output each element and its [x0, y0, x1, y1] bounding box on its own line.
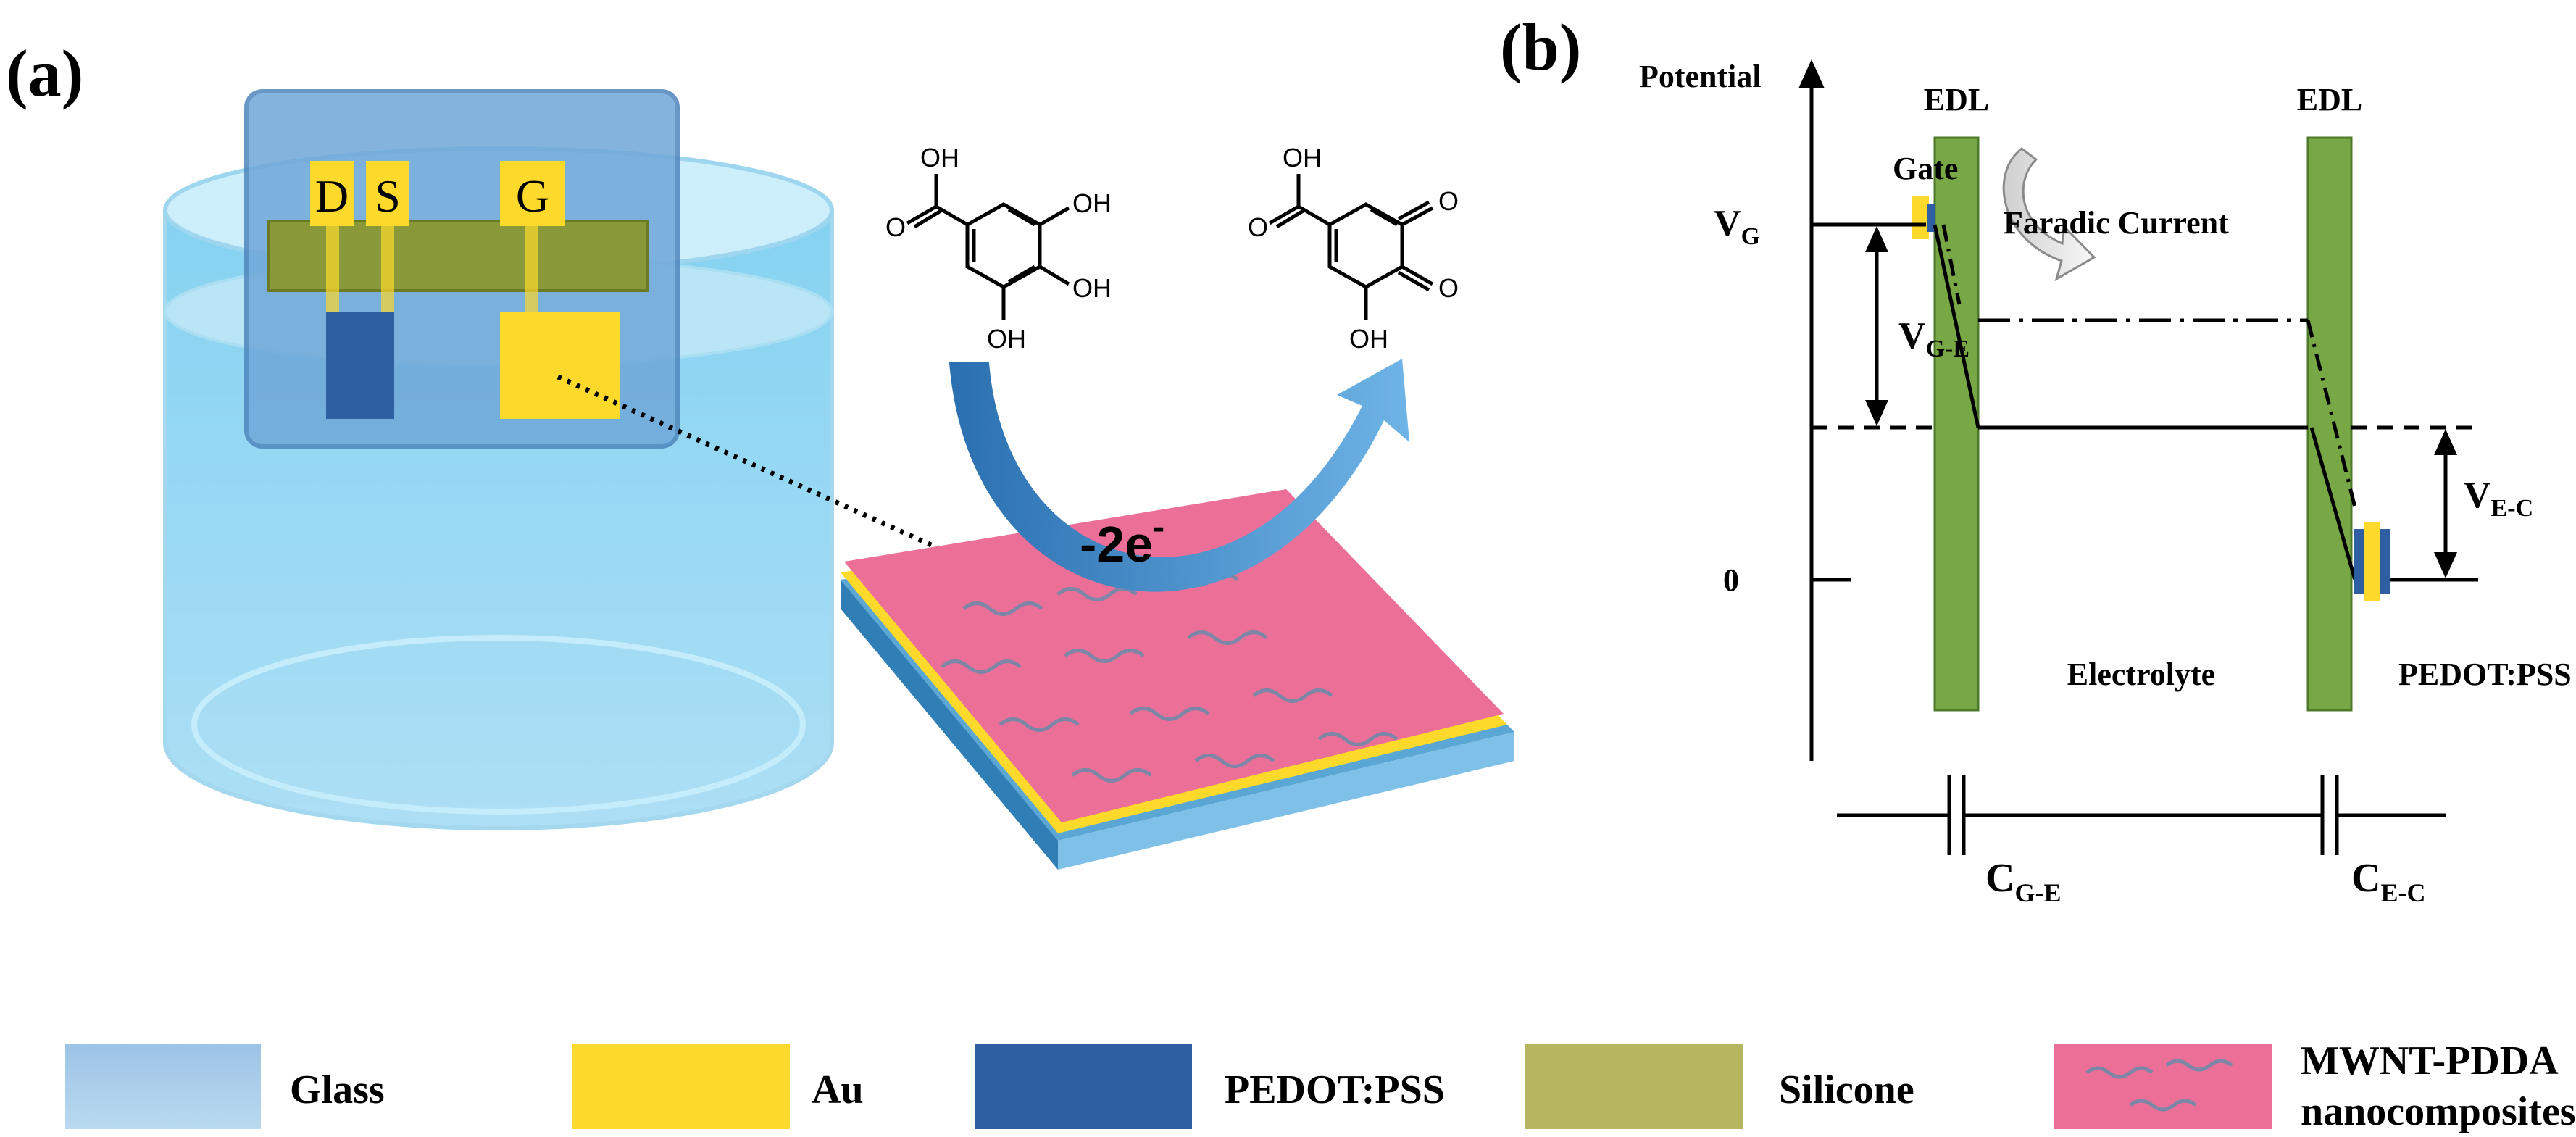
gate-pad	[500, 161, 565, 226]
vec-arrow	[2434, 429, 2457, 578]
legend-label-silicone: Silicone	[1779, 1067, 1914, 1112]
gate-contact-gold	[1912, 196, 1929, 239]
gate-label: Gate	[1893, 151, 1958, 186]
legend-label-au: Au	[812, 1067, 864, 1112]
legend-label-mwnt-2: nanocomposites	[2301, 1089, 2576, 1134]
gate-electrode	[500, 312, 620, 419]
legend-item-mwnt: MWNT-PDDA nanocomposites	[2054, 1038, 2576, 1134]
legend-label-glass: Glass	[290, 1067, 385, 1112]
gallic-oh-bottom: OH	[987, 324, 1026, 354]
legend-label-pedot: PEDOT:PSS	[1225, 1067, 1445, 1112]
capacitor-circuit	[1837, 775, 2446, 855]
edl-bar-right	[2306, 136, 2353, 712]
electrolyte-label: Electrolyte	[2067, 657, 2215, 692]
legend-item-silicone: Silicone	[1525, 1044, 1914, 1129]
cge-label: CG-E	[1985, 856, 2061, 907]
channel-contact-blue	[2354, 529, 2364, 594]
quinone-labels: OH O O O OH	[1248, 143, 1459, 354]
quinone-oh-top: OH	[1283, 143, 1322, 172]
silicone-bar	[267, 220, 649, 292]
legend-item-au: Au	[572, 1044, 864, 1129]
vec-label: VE-C	[2464, 475, 2533, 522]
reaction-arrow: -2e-	[949, 359, 1409, 592]
cec-label: CE-C	[2351, 856, 2425, 907]
vge-arrow	[1865, 226, 1888, 426]
gallic-acid-molecule	[906, 174, 1070, 320]
legend-item-pedot: PEDOT:PSS	[975, 1044, 1445, 1129]
axis-label-potential: Potential	[1639, 59, 1762, 94]
legend-label-mwnt: MWNT-PDDA	[2301, 1038, 2559, 1083]
legend-item-glass: Glass	[65, 1044, 385, 1129]
legend-swatch-glass	[65, 1044, 261, 1129]
panel-b: (b) Potential 0 EDL EDL Gate Faradic Cur…	[1500, 10, 2572, 907]
reaction-electrons: -2e-	[1080, 508, 1164, 572]
electrodes: D S G	[310, 161, 620, 419]
nanotube-squiggles	[941, 572, 1399, 783]
electrode-label-g: G	[516, 170, 549, 222]
electrode-label-s: S	[375, 170, 401, 222]
faradic-current-label: Faradic Current	[2004, 205, 2229, 241]
potential-profile	[1812, 222, 2478, 582]
gallic-o: O	[885, 212, 906, 242]
channel-contact-gold	[2364, 522, 2380, 601]
gallic-oh-right1: OH	[1072, 188, 1112, 218]
gallic-oh-top: OH	[920, 143, 959, 172]
drain-pad	[310, 161, 354, 226]
potential-axis	[1798, 59, 1851, 761]
pedot-channel	[326, 312, 394, 419]
gallic-oh-right2: OH	[1072, 273, 1112, 303]
legend: Glass Au PEDOT:PSS Silicone MWNT-PDDA na…	[65, 1038, 2576, 1134]
channel-contact-blue-2	[2380, 529, 2390, 594]
gate-contact-blue	[1927, 204, 1935, 232]
gallic-acid-labels: OH O OH OH OH	[885, 143, 1112, 354]
vge-label: VG-E	[1898, 315, 1969, 362]
edl-label-left: EDL	[1924, 82, 1989, 117]
source-pad	[366, 161, 409, 226]
legend-swatch-mwnt	[2054, 1044, 2272, 1129]
zero-label: 0	[1723, 562, 1739, 598]
quinone-o-left: O	[1248, 212, 1268, 242]
legend-swatch-pedot	[975, 1044, 1192, 1129]
faradic-current-arrow	[2002, 147, 2096, 282]
quinone-oh-bottom: OH	[1349, 324, 1388, 354]
mwnt-electrode-layer	[841, 489, 1514, 870]
legend-swatch-silicone	[1525, 1044, 1743, 1129]
edl-label-right: EDL	[2297, 82, 2362, 117]
edl-bar-left	[1933, 136, 1980, 712]
vg-label: VG	[1714, 203, 1760, 250]
quinone-o-right2: O	[1438, 273, 1459, 303]
panel-a: (a) D S G	[6, 36, 1514, 870]
quinone-o-right1: O	[1438, 186, 1459, 216]
legend-swatch-au	[572, 1044, 790, 1129]
panel-b-label: (b)	[1500, 10, 1581, 84]
electrode-label-d: D	[315, 170, 349, 222]
pedot-label-b: PEDOT:PSS	[2398, 657, 2572, 692]
panel-a-label: (a)	[6, 36, 83, 110]
quinone-molecule	[1268, 174, 1434, 320]
